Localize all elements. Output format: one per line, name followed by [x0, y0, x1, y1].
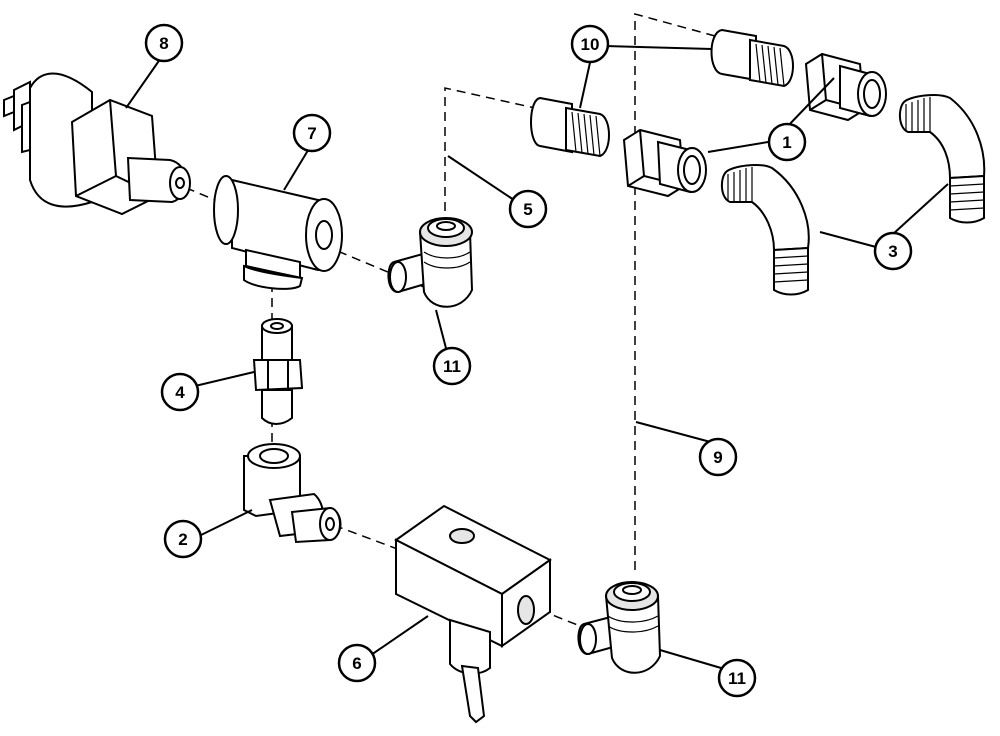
callout-7: 7 [292, 113, 332, 153]
pressure-switch-part-8 [3, 72, 191, 216]
plug-part-10-upper [710, 28, 794, 88]
callout-label: 8 [159, 34, 168, 53]
callout-9: 9 [698, 437, 738, 477]
callout-1: 1 [767, 122, 807, 162]
elbow-connector-part-11-upper [387, 217, 474, 308]
callout-11-upper: 11 [432, 346, 472, 386]
callout-11-lower: 11 [717, 658, 757, 698]
callout-label: 5 [523, 200, 532, 219]
callout-label: 9 [713, 448, 722, 467]
callout-8: 8 [144, 23, 184, 63]
callout-label: 6 [352, 654, 361, 673]
callout-label: 3 [888, 242, 897, 261]
callout-label: 11 [728, 669, 746, 688]
callout-label: 10 [581, 35, 600, 54]
valve-block-part-6 [394, 504, 552, 724]
callout-label: 7 [307, 124, 316, 143]
hex-coupling-part-1-lower [622, 128, 707, 198]
callout-5: 5 [508, 189, 548, 229]
tee-fitting-part-7 [213, 175, 343, 290]
hex-coupling-part-1-upper [804, 52, 887, 122]
barbed-elbow-part-3-upper [898, 94, 986, 224]
hex-nipple-part-4 [252, 318, 304, 425]
callout-4: 4 [160, 372, 200, 412]
callout-3: 3 [873, 231, 913, 271]
callout-label: 1 [782, 133, 791, 152]
callout-6: 6 [337, 643, 377, 683]
elbow-fitting-part-2 [243, 443, 342, 544]
callout-label: 4 [175, 383, 185, 402]
plug-part-10-lower [530, 96, 610, 158]
callout-2: 2 [163, 519, 203, 559]
leader-lines [125, 45, 949, 669]
callout-label: 11 [443, 357, 461, 376]
elbow-connector-part-11-lower [577, 581, 662, 674]
callout-10: 10 [570, 24, 610, 64]
callout-label: 2 [178, 530, 187, 549]
barbed-elbow-part-3-lower [720, 164, 810, 296]
